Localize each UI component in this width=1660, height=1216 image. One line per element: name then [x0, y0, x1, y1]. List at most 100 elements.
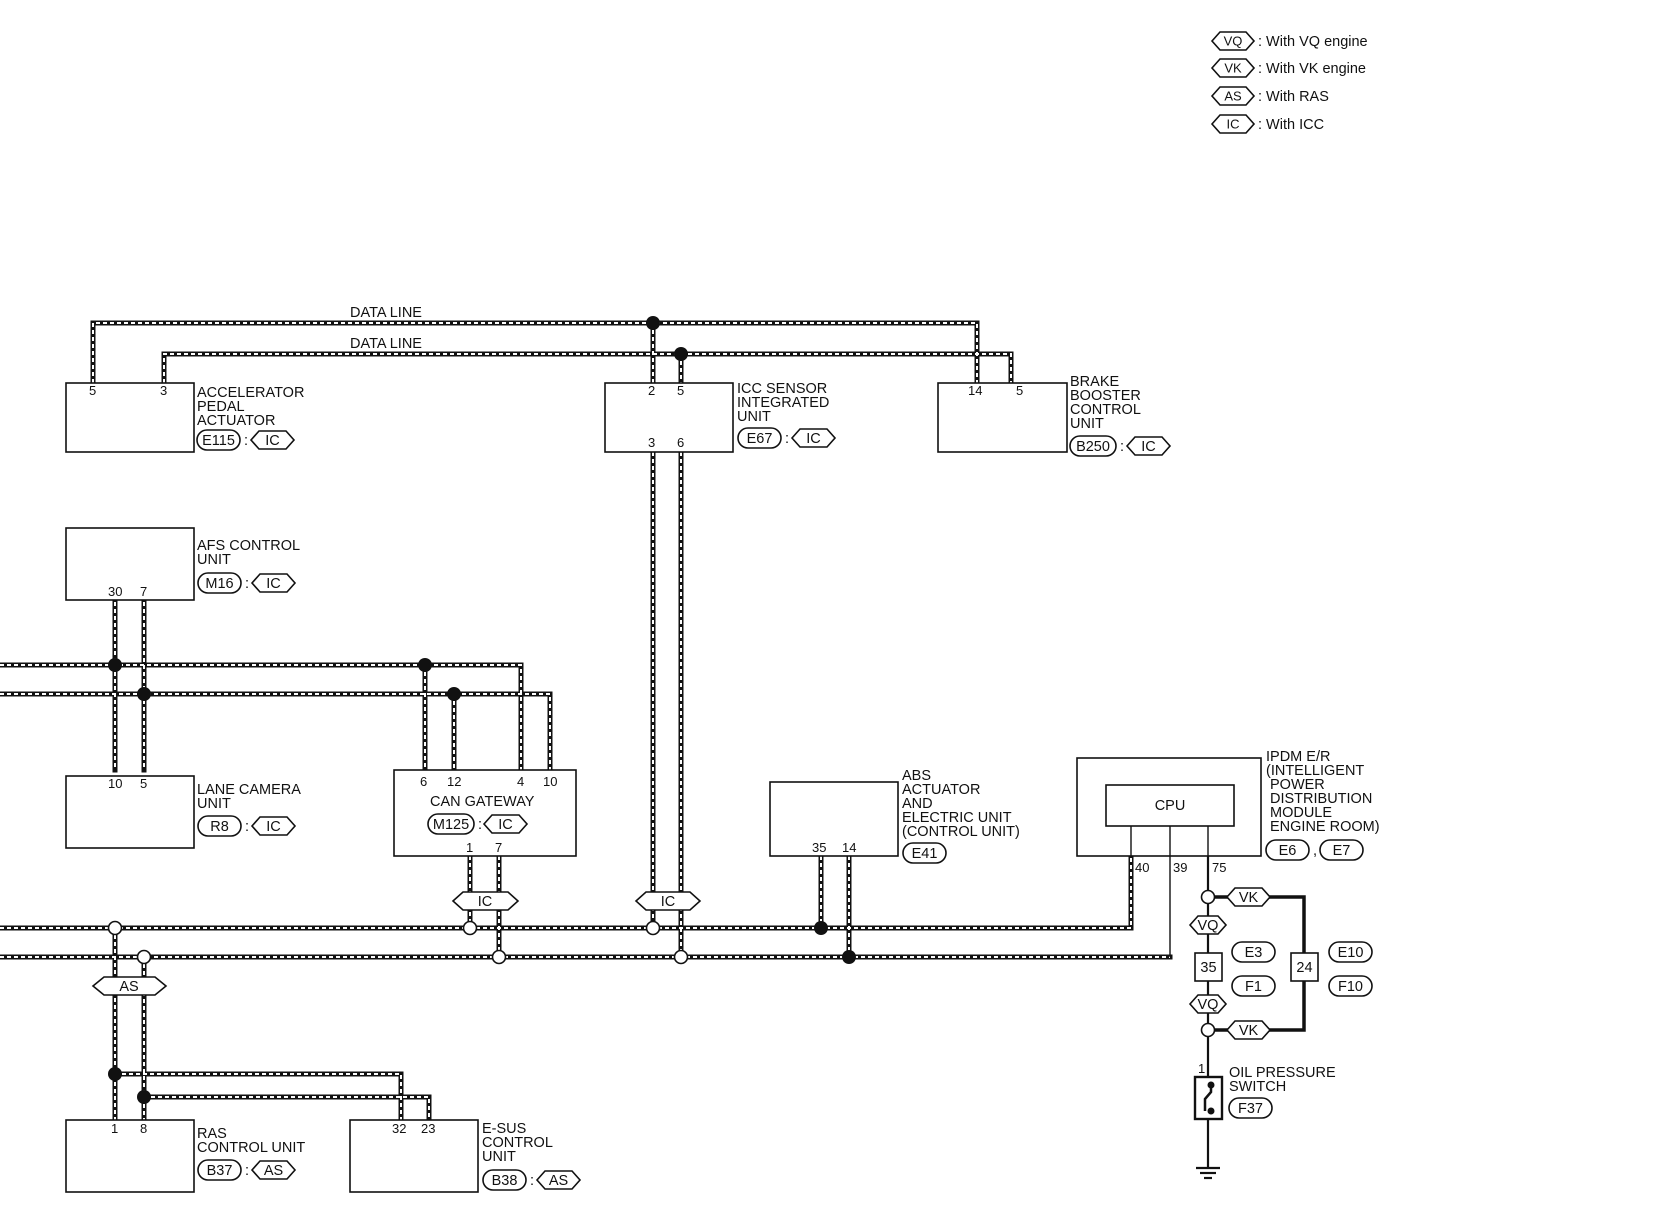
- svg-text:UNIT: UNIT: [197, 796, 231, 812]
- svg-text:ELECTRIC UNIT: ELECTRIC UNIT: [902, 810, 1012, 826]
- svg-text:E-SUS: E-SUS: [482, 1121, 526, 1137]
- svg-text:10: 10: [543, 774, 557, 789]
- svg-text:VQ: VQ: [1198, 997, 1219, 1013]
- svg-text::: :: [1120, 439, 1124, 455]
- svg-text:10: 10: [108, 776, 122, 791]
- svg-text::: :: [530, 1173, 534, 1189]
- svg-text:24: 24: [1296, 960, 1312, 976]
- svg-text::: :: [785, 431, 789, 447]
- ipdm-oil-pressure-harness: VK VQ 35 E3 F1 VQ VK 24 E10 F10: [1188, 856, 1373, 1168]
- svg-text:ACTUATOR: ACTUATOR: [197, 413, 275, 429]
- ground-icon: [1196, 1166, 1220, 1180]
- splice-points: [107, 316, 856, 1104]
- svg-text:IC: IC: [478, 894, 493, 910]
- legend-item-as: AS : With RAS: [1210, 86, 1329, 106]
- svg-text:IC: IC: [266, 819, 281, 835]
- svg-text:7: 7: [140, 584, 147, 599]
- svg-text:8: 8: [140, 1121, 147, 1136]
- svg-text:2: 2: [648, 383, 655, 398]
- svg-text:5: 5: [1016, 383, 1023, 398]
- svg-text:1: 1: [111, 1121, 118, 1136]
- svg-text:ACTUATOR: ACTUATOR: [902, 782, 980, 798]
- afs-control-unit: 30 7 AFS CONTROL UNIT M16 : IC: [65, 527, 300, 601]
- ipdm-er: CPU 40 39 75 IPDM E/R (INTELLIGENT POWER…: [1076, 749, 1380, 957]
- svg-text:3: 3: [648, 435, 655, 450]
- svg-text:: With ICC: : With ICC: [1258, 117, 1324, 133]
- abs-actuator-electric-unit: 35 14 ABS ACTUATOR AND ELECTRIC UNIT (CO…: [769, 768, 1020, 864]
- svg-text:IC: IC: [265, 433, 280, 449]
- svg-text:LANE CAMERA: LANE CAMERA: [197, 782, 301, 798]
- connector-label: E115: [202, 433, 235, 449]
- svg-text:F1: F1: [1245, 979, 1262, 995]
- svg-text:ACCELERATOR: ACCELERATOR: [197, 385, 304, 401]
- brake-booster-control-unit: 14 5 BRAKE BOOSTER CONTROL UNIT B250 : I…: [937, 374, 1172, 457]
- svg-text:39: 39: [1173, 860, 1187, 875]
- accelerator-pedal-actuator: 5 3 ACCELERATOR PEDAL ACTUATOR E115 : IC: [65, 382, 304, 453]
- svg-text::: :: [245, 576, 249, 592]
- svg-text:CONTROL: CONTROL: [1070, 402, 1141, 418]
- svg-text:MODULE: MODULE: [1270, 805, 1332, 821]
- svg-text:AS: AS: [264, 1163, 283, 1179]
- svg-text:,: ,: [1313, 843, 1317, 859]
- svg-text:40: 40: [1135, 860, 1149, 875]
- as-tag-ras: AS: [91, 976, 168, 996]
- svg-text:UNIT: UNIT: [197, 552, 231, 568]
- svg-text:VQ: VQ: [1198, 918, 1219, 934]
- svg-text:AS: AS: [1224, 89, 1242, 104]
- svg-text:6: 6: [677, 435, 684, 450]
- data-line-label-2: DATA LINE: [350, 336, 422, 352]
- svg-text:14: 14: [842, 840, 856, 855]
- legend-item-vk: VK : With VK engine: [1210, 58, 1366, 78]
- legend-item-ic: IC : With ICC: [1210, 114, 1324, 134]
- pin-label: 3: [160, 383, 167, 398]
- svg-text:IC: IC: [806, 431, 821, 447]
- svg-text:B250: B250: [1076, 439, 1110, 455]
- svg-text:UNIT: UNIT: [482, 1149, 516, 1165]
- svg-text:IC: IC: [1141, 439, 1156, 455]
- svg-text:R8: R8: [210, 819, 229, 835]
- svg-text:1: 1: [466, 840, 473, 855]
- svg-text:E67: E67: [747, 431, 773, 447]
- svg-text::: :: [244, 433, 248, 449]
- svg-text:UNIT: UNIT: [737, 409, 771, 425]
- e-sus-control-unit: 32 23 E-SUS CONTROL UNIT B38 : AS: [349, 1119, 582, 1193]
- svg-text:BRAKE: BRAKE: [1070, 374, 1119, 390]
- svg-text:SWITCH: SWITCH: [1229, 1079, 1286, 1095]
- svg-text:7: 7: [495, 840, 502, 855]
- ic-tag-gateway: IC: [451, 891, 520, 911]
- svg-text:35: 35: [1200, 960, 1216, 976]
- oil-pressure-switch: 1 OIL PRESSURE SWITCH F37: [1193, 1061, 1336, 1180]
- svg-text:AS: AS: [549, 1173, 568, 1189]
- svg-text:23: 23: [421, 1121, 435, 1136]
- svg-text:30: 30: [108, 584, 122, 599]
- svg-text::: :: [245, 819, 249, 835]
- svg-text:CONTROL: CONTROL: [482, 1135, 553, 1151]
- svg-text:VK: VK: [1239, 1023, 1259, 1039]
- svg-text:OIL PRESSURE: OIL PRESSURE: [1229, 1065, 1336, 1081]
- svg-text:VK: VK: [1239, 890, 1259, 906]
- svg-text:POWER: POWER: [1270, 777, 1325, 793]
- svg-text::: :: [245, 1163, 249, 1179]
- svg-text:: With VK engine: : With VK engine: [1258, 61, 1366, 77]
- svg-text:5: 5: [140, 776, 147, 791]
- svg-text:IC: IC: [1227, 117, 1240, 132]
- svg-text:F37: F37: [1238, 1101, 1263, 1117]
- svg-text:AFS CONTROL: AFS CONTROL: [197, 538, 300, 554]
- svg-text:IC: IC: [266, 576, 281, 592]
- svg-text:AS: AS: [119, 979, 138, 995]
- svg-text:E41: E41: [912, 846, 938, 862]
- svg-text::: :: [478, 817, 482, 833]
- svg-text:BOOSTER: BOOSTER: [1070, 388, 1141, 404]
- svg-text:AND: AND: [902, 796, 933, 812]
- lane-camera-unit: 10 5 LANE CAMERA UNIT R8 : IC: [65, 775, 301, 849]
- svg-text:B38: B38: [492, 1173, 518, 1189]
- svg-text:E7: E7: [1333, 843, 1351, 859]
- pin-label: 5: [89, 383, 96, 398]
- legend: VQ : With VQ engine VK : With VK engine …: [1210, 31, 1368, 134]
- svg-text:CONTROL UNIT: CONTROL UNIT: [197, 1140, 305, 1156]
- svg-text:: With RAS: : With RAS: [1258, 89, 1329, 105]
- svg-text:35: 35: [812, 840, 826, 855]
- svg-text:12: 12: [447, 774, 461, 789]
- svg-text:CAN GATEWAY: CAN GATEWAY: [430, 794, 535, 810]
